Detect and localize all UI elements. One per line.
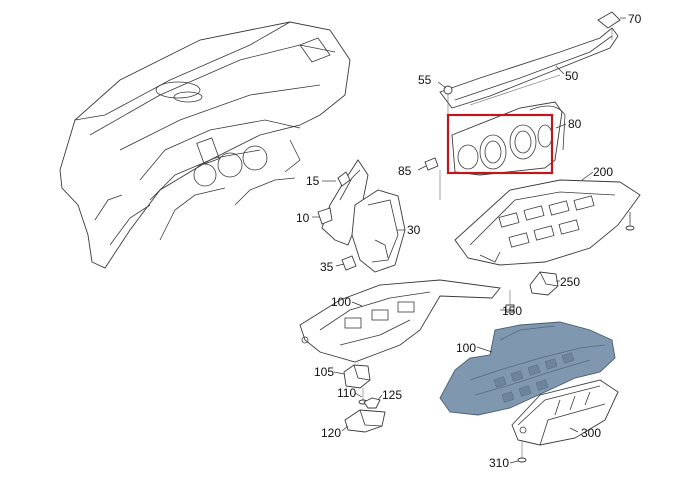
clip-125 bbox=[363, 397, 381, 409]
callout-310: 310 bbox=[489, 456, 509, 470]
callout-10: 10 bbox=[296, 211, 310, 225]
callout-120: 120 bbox=[321, 426, 341, 440]
callout-80: 80 bbox=[568, 117, 582, 131]
dashboard-overview-illustration bbox=[59, 21, 351, 269]
callout-85: 85 bbox=[398, 164, 412, 178]
lower-support-frame bbox=[299, 279, 515, 363]
callout-30: 30 bbox=[407, 223, 421, 237]
bracket-105 bbox=[343, 364, 371, 389]
control-module-unit bbox=[511, 379, 619, 446]
callout-35: 35 bbox=[320, 260, 334, 274]
callout-105: 105 bbox=[314, 365, 334, 379]
screw-310 bbox=[517, 440, 527, 463]
highlight-box bbox=[446, 113, 554, 175]
blue-carrier-panel bbox=[439, 321, 616, 416]
callout-55: 55 bbox=[418, 73, 432, 87]
callout-100-top: 100 bbox=[331, 295, 351, 309]
callout-150: 150 bbox=[502, 304, 522, 318]
cluster-carrier-bracket bbox=[454, 179, 641, 266]
side-panel-right bbox=[341, 189, 406, 273]
callout-300: 300 bbox=[581, 426, 601, 440]
small-bracket-part bbox=[529, 271, 559, 296]
callout-200: 200 bbox=[593, 165, 613, 179]
callout-125: 125 bbox=[382, 388, 402, 402]
callout-100-mid: 100 bbox=[456, 341, 476, 355]
holder-120 bbox=[344, 409, 386, 433]
callout-15: 15 bbox=[306, 174, 320, 188]
leader-lines bbox=[312, 17, 626, 464]
callout-110: 110 bbox=[337, 386, 356, 400]
callout-50: 50 bbox=[565, 69, 579, 83]
callout-70: 70 bbox=[628, 12, 642, 26]
callout-250: 250 bbox=[560, 275, 580, 289]
